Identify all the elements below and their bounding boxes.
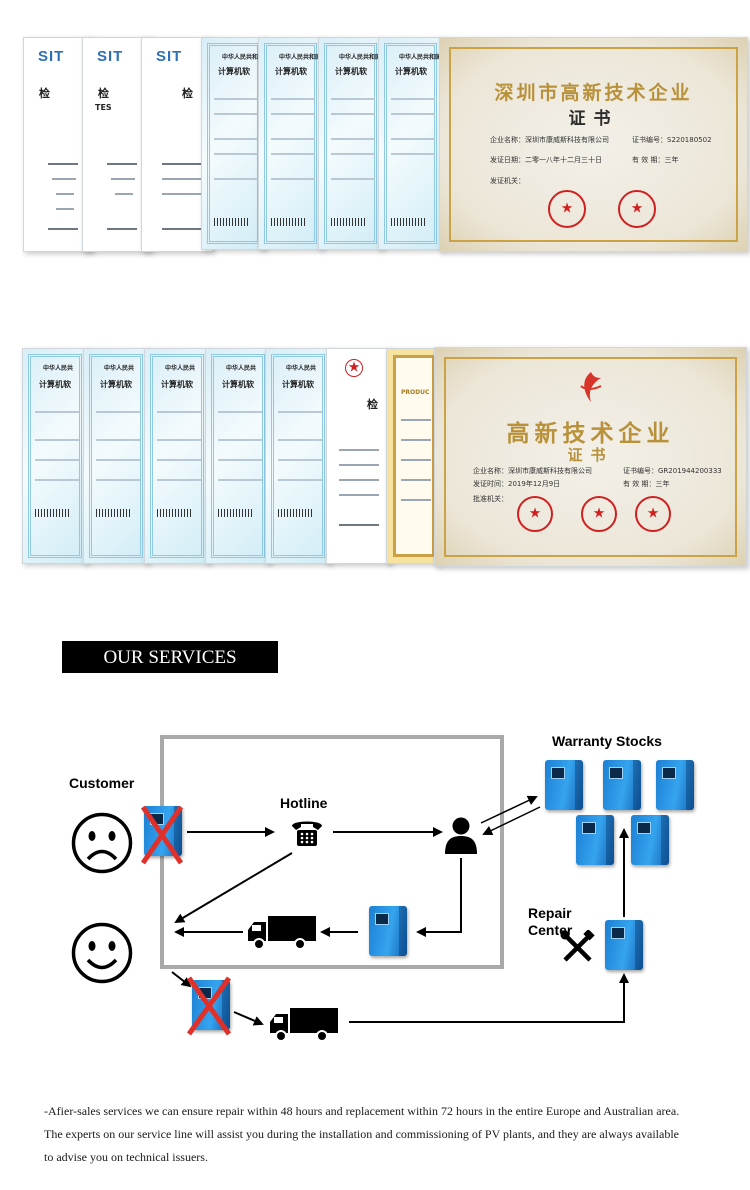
certificate-header: 中华人民共和国 [279, 54, 322, 61]
certificate-title: 计算机软 [100, 380, 132, 389]
warranty-inverter-icon [656, 760, 694, 810]
test-report-title: 检 [182, 87, 193, 100]
certificate-header: 中华人民共 [43, 365, 74, 372]
test-report-title: 检 [39, 87, 50, 100]
arrow-hotline-to-customer [174, 852, 293, 924]
red-seal-icon [618, 190, 656, 228]
repair-tools-icon [560, 930, 595, 962]
certificate-title: 计算机软 [282, 380, 314, 389]
after-sales-description: -Afier-sales services we can ensure repa… [44, 1100, 734, 1169]
logo-seal-icon [345, 359, 363, 377]
certificate-header: 中华人民共和国 [399, 54, 442, 61]
arrow-agent-to-warranty [480, 795, 538, 824]
certificate-title: PRODUC [401, 389, 430, 396]
arrow-agent-to-inverter [416, 858, 462, 937]
certificate-subtitle: 证书 [567, 446, 614, 464]
red-cross-icon [140, 805, 184, 865]
certificate-title: 计算机软 [275, 67, 307, 76]
certificate-title: 计算机软 [395, 67, 427, 76]
certificate-title: 计算机软 [161, 380, 193, 389]
warranty-stocks-label: Warranty Stocks [552, 733, 662, 749]
validity: 有 效 期：三年 [623, 480, 670, 488]
test-report-title: 检 [367, 398, 378, 411]
arrow-warranty-to-agent [482, 806, 541, 836]
high-tech-logo-icon [580, 372, 602, 402]
validity: 有 效 期：三年 [632, 156, 679, 164]
warranty-inverter-icon [576, 815, 614, 865]
certificate-header: 中华人民共和国 [222, 54, 265, 61]
red-seal-icon [517, 496, 553, 532]
software-copyright-certificate: 中华人民共 计算机软 [205, 348, 271, 564]
telephone-icon [292, 821, 322, 846]
test-report-certificate: SIT 检 TES [82, 37, 152, 252]
certificate-title: 计算机软 [39, 380, 71, 389]
red-cross-icon [186, 976, 232, 1036]
software-copyright-certificate: 中华人民共和国 计算机软 [258, 37, 323, 250]
company-name: 企业名称：深圳市康威斯科技有限公司 [490, 136, 609, 144]
info-line: to advise you on technical issuers. [44, 1150, 208, 1164]
issuer: 发证机关： [490, 177, 525, 185]
test-report-subtitle: TES [95, 103, 112, 112]
software-copyright-certificate: 中华人民共 计算机软 [83, 348, 149, 564]
repair-label-line1: Repair [528, 905, 572, 921]
red-seal-icon [548, 190, 586, 228]
certificate-header: 中华人民共 [104, 365, 135, 372]
national-high-tech-certificate: 高新技术企业 证书 企业名称：深圳市康威斯科技有限公司 证书编号：GR20194… [434, 347, 747, 567]
issue-date: 发证时间：2019年12月9日 [473, 480, 561, 488]
sad-face-icon [71, 812, 133, 874]
company-name: 企业名称：深圳市康威斯科技有限公司 [473, 467, 592, 475]
certificate-header: 中华人民共 [165, 365, 196, 372]
info-line: The experts on our service line will ass… [44, 1127, 679, 1141]
hotline-label: Hotline [280, 795, 328, 811]
repair-center-inverter-icon [605, 920, 643, 970]
replacement-inverter-icon [369, 906, 407, 956]
service-agent-icon [445, 817, 477, 854]
certificate-title: 高新技术企业 [506, 420, 675, 447]
arrow-customer-to-return [171, 971, 192, 988]
certificate-header: 中华人民共和国 [339, 54, 382, 61]
delivery-truck-icon [248, 916, 316, 950]
certificate-title: 计算机软 [335, 67, 367, 76]
services-heading: OUR SERVICES [62, 641, 278, 673]
software-copyright-certificate: 中华人民共和国 计算机软 [318, 37, 383, 250]
happy-face-icon [71, 922, 133, 984]
software-copyright-certificate: 中华人民共 计算机软 [22, 348, 88, 564]
return-truck-icon [270, 1008, 338, 1042]
arrow-truck-to-repair [349, 973, 629, 1023]
certificate-title: 计算机软 [218, 67, 250, 76]
customer-label: Customer [69, 775, 135, 791]
certificate-title: 深圳市高新技术企业 [494, 82, 693, 104]
shenzhen-high-tech-certificate: 深圳市高新技术企业 证书 企业名称：深圳市康威斯科技有限公司 证书编号：S220… [439, 37, 748, 252]
issue-date: 发证日期：二零一八年十二月三十日 [490, 156, 602, 164]
test-report-title: 检 [98, 87, 109, 100]
warranty-inverter-icon [603, 760, 641, 810]
sit-logo: SIT [38, 48, 65, 65]
certificate-number: 证书编号：GR201944200333 [623, 467, 722, 475]
software-copyright-certificate: 中华人民共 计算机软 [265, 348, 331, 564]
warranty-inverter-icon [545, 760, 583, 810]
warranty-inverter-icon [631, 815, 669, 865]
arrow-return-to-truck [233, 1011, 264, 1026]
software-copyright-certificate: 中华人民共 计算机软 [144, 348, 210, 564]
sit-logo: SIT [97, 48, 124, 65]
software-copyright-certificate: 中华人民共和国 计算机软 [201, 37, 266, 250]
issuer: 批准机关： [473, 495, 508, 503]
red-seal-icon [581, 496, 617, 532]
sit-logo: SIT [156, 48, 183, 65]
certificate-header: 中华人民共 [226, 365, 257, 372]
product-certificate: PRODUC [386, 348, 442, 564]
test-report-certificate: SIT 检 [23, 37, 93, 252]
certificate-header: 中华人民共 [286, 365, 317, 372]
red-seal-icon [635, 496, 671, 532]
certificate-subtitle: 证书 [568, 109, 619, 129]
info-line: -Afier-sales services we can ensure repa… [44, 1104, 680, 1118]
certificate-title: 计算机软 [222, 380, 254, 389]
certificate-number: 证书编号：S220180502 [632, 136, 712, 144]
